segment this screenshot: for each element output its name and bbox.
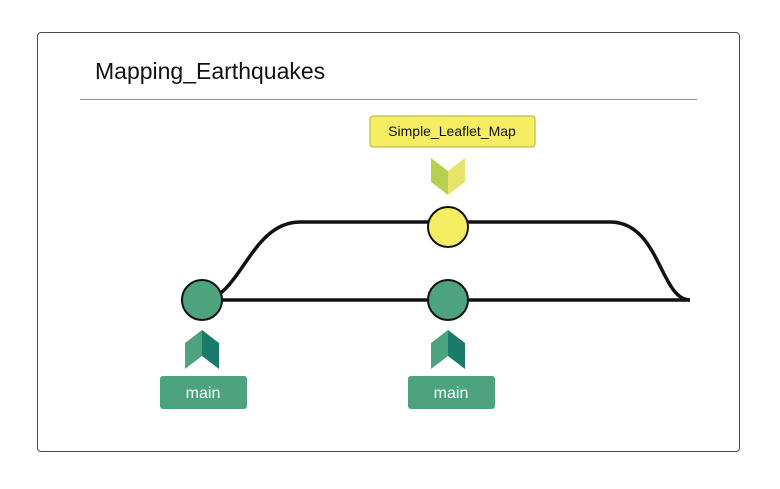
- main-tag-1-label: main: [186, 385, 221, 402]
- branch-tag-label: Simple_Leaflet_Map: [388, 123, 516, 139]
- chevron-down-icon: [431, 158, 465, 195]
- page-title: Mapping_Earthquakes: [95, 58, 326, 84]
- main-tag-2[interactable]: main: [408, 376, 495, 409]
- title-divider: [80, 99, 697, 100]
- chevron-up-icon: [185, 330, 219, 369]
- commit-main-2[interactable]: [427, 279, 469, 321]
- commit-main-1[interactable]: [181, 279, 223, 321]
- branch-tag[interactable]: Simple_Leaflet_Map: [369, 115, 536, 148]
- chevron-up-icon: [431, 330, 465, 369]
- diagram-card: [37, 32, 740, 452]
- main-tag-2-label: main: [434, 385, 469, 402]
- commit-branch[interactable]: [427, 206, 469, 248]
- main-tag-1[interactable]: main: [160, 376, 247, 409]
